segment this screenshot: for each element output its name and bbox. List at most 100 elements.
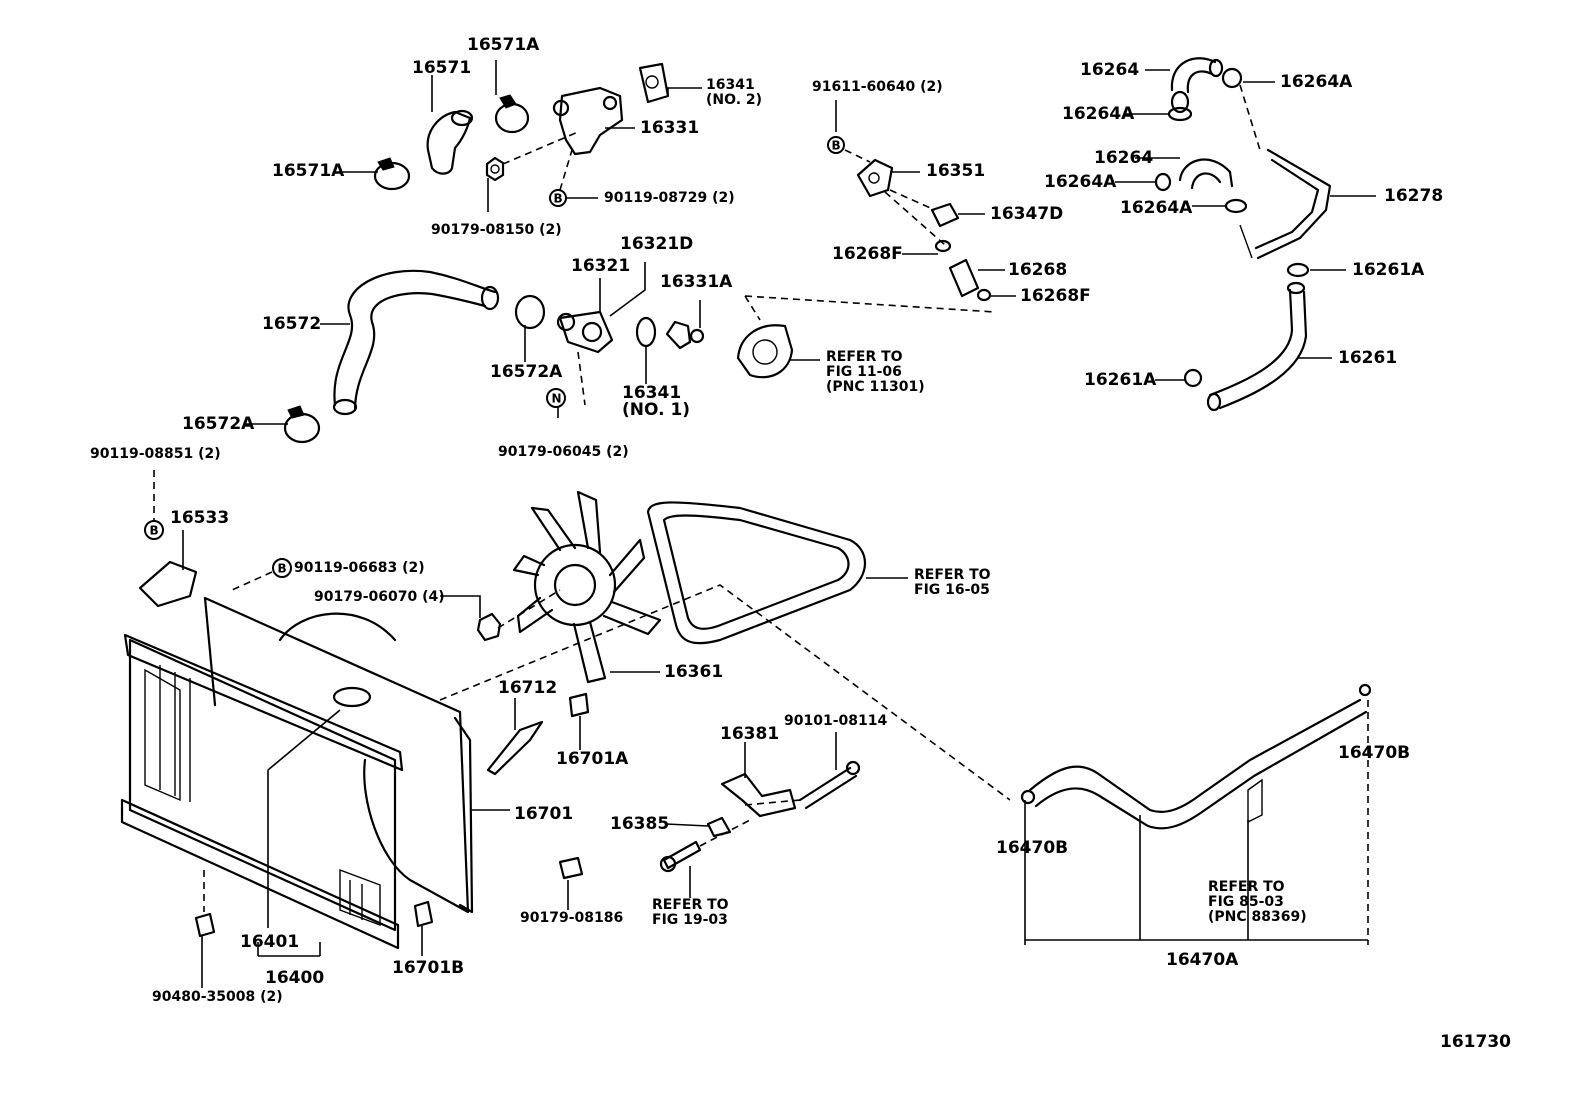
label-16264A-a: 16264A: [1280, 72, 1353, 92]
clamp-16264A-c: [1154, 172, 1172, 192]
gasket-16341-no2: [638, 62, 670, 104]
clamp-16264A-b: [1167, 106, 1193, 122]
hose-16572: [332, 269, 500, 416]
clamp-16571A-left: [373, 157, 411, 191]
label-16331A: 16331A: [660, 272, 733, 292]
label-16381: 16381: [720, 724, 780, 744]
nut-marker-90179-06045: N: [546, 388, 566, 408]
label-16571A-left: 16571A: [272, 161, 345, 181]
label-16264-mid: 16264: [1094, 148, 1154, 168]
bolt-90101-08114: [798, 760, 861, 810]
label-16572: 16572: [262, 314, 322, 334]
label-16361: 16361: [664, 662, 724, 682]
svg-text:B: B: [832, 139, 841, 153]
label-16701A: 16701A: [556, 749, 629, 769]
label-16268F-a: 16268F: [832, 244, 903, 264]
label-16268F-b: 16268F: [1020, 286, 1091, 306]
hose-16264-mid: [1178, 158, 1234, 190]
gasket-16347D: [930, 202, 960, 228]
fan-16361: [512, 490, 662, 684]
clamp-16572A-bottom: [283, 405, 321, 444]
water-outlet-16331: [552, 86, 624, 156]
clamp-16261A-bottom: [1183, 368, 1203, 388]
svg-text:N: N: [552, 392, 562, 406]
water-pump: [736, 324, 794, 379]
hose-16264-top: [1170, 57, 1224, 114]
label-refer-fig-19-03: REFER TO FIG 19-03: [652, 897, 729, 928]
thermostat-housing-16321: [556, 310, 614, 354]
clamp-16264A-d: [1224, 198, 1248, 214]
label-16261A-top: 16261A: [1352, 260, 1425, 280]
gasket-16341-no1: [635, 316, 657, 348]
label-90179-08150: 90179-08150 (2): [431, 222, 562, 238]
bracket-16533: [138, 560, 198, 608]
clamp-16261A-top: [1286, 262, 1310, 278]
clamp-16264A-a: [1221, 67, 1243, 89]
label-16701B: 16701B: [392, 958, 465, 978]
label-16571: 16571: [412, 58, 472, 78]
hose-16261: [1206, 281, 1308, 412]
label-refer-fig-85-03: REFER TO FIG 85-03 (PNC 88369): [1208, 879, 1307, 925]
label-16347D: 16347D: [990, 204, 1064, 224]
nut-90179-06070: [476, 612, 502, 642]
label-16341-no1: 16341 (NO. 1): [622, 383, 691, 420]
bolt-marker-90119-08729: B: [549, 189, 567, 207]
label-16321D: 16321D: [620, 234, 694, 254]
svg-text:B: B: [554, 192, 563, 206]
bracket-16381: [720, 772, 797, 818]
label-refer-fig-11-06: REFER TO FIG 11-06 (PNC 11301): [826, 349, 925, 395]
clip-90179-08186: [558, 856, 584, 880]
label-16571A-top: 16571A: [467, 35, 540, 55]
drain-plug-90480-35008: [194, 912, 216, 938]
label-16331: 16331: [640, 118, 700, 138]
label-90179-06070: 90179-06070 (4): [314, 589, 445, 605]
label-90480-35008: 90480-35008 (2): [152, 989, 283, 1005]
label-90101-08114: 90101-08114: [784, 713, 888, 729]
label-90179-06045: 90179-06045 (2): [498, 444, 629, 460]
union-16268: [934, 239, 992, 302]
label-16351: 16351: [926, 161, 986, 181]
hose-16470A: [1020, 683, 1372, 830]
label-refer-fig-16-05: REFER TO FIG 16-05: [914, 567, 991, 598]
bypass-fitting-16351: [856, 158, 894, 198]
label-16321: 16321: [571, 256, 631, 276]
label-16278: 16278: [1384, 186, 1444, 206]
label-16400: 16400: [265, 968, 325, 988]
label-16572A-top: 16572A: [490, 362, 563, 382]
label-16533: 16533: [170, 508, 230, 528]
label-16470B-right: 16470B: [1338, 743, 1411, 763]
nut-90179-08150: [485, 156, 505, 182]
bolt-marker-90119-08851: B: [144, 520, 164, 540]
label-16470B-left: 16470B: [996, 838, 1069, 858]
leader-lines: [182, 60, 1376, 988]
pipe-16278: [1239, 148, 1332, 260]
bolt-marker-90119-06683: B: [272, 558, 292, 578]
label-16470A: 16470A: [1166, 950, 1239, 970]
label-16712: 16712: [498, 678, 558, 698]
clamp-16572A-top: [514, 294, 546, 330]
label-16341-no2: 16341 (NO. 2): [706, 77, 763, 108]
fan-shroud-16701: [203, 596, 474, 914]
label-16572A-bottom: 16572A: [182, 414, 255, 434]
clip-16701B: [413, 900, 434, 928]
label-90119-06683: 90119-06683 (2): [294, 560, 425, 576]
hose-16571: [426, 109, 474, 175]
label-16401: 16401: [240, 932, 300, 952]
bolt-marker-91611-60640: B: [827, 136, 845, 154]
label-16264A-b: 16264A: [1062, 104, 1135, 124]
label-16261A-bottom: 16261A: [1084, 370, 1157, 390]
belt: [646, 501, 866, 645]
svg-text:B: B: [278, 562, 287, 576]
label-16261: 16261: [1338, 348, 1398, 368]
label-90119-08729: 90119-08729 (2): [604, 190, 735, 206]
radiator-16400: [120, 633, 404, 950]
label-16264-top: 16264: [1080, 60, 1140, 80]
thermostat-16331A: [665, 320, 705, 350]
label-90119-08851: 90119-08851 (2): [90, 446, 221, 462]
diagram-id: 161730: [1440, 1032, 1511, 1052]
label-16385: 16385: [610, 814, 670, 834]
svg-text:B: B: [150, 524, 159, 538]
label-91611-60640: 91611-60640 (2): [812, 79, 943, 95]
bolt-refer-19-03: [659, 840, 702, 873]
